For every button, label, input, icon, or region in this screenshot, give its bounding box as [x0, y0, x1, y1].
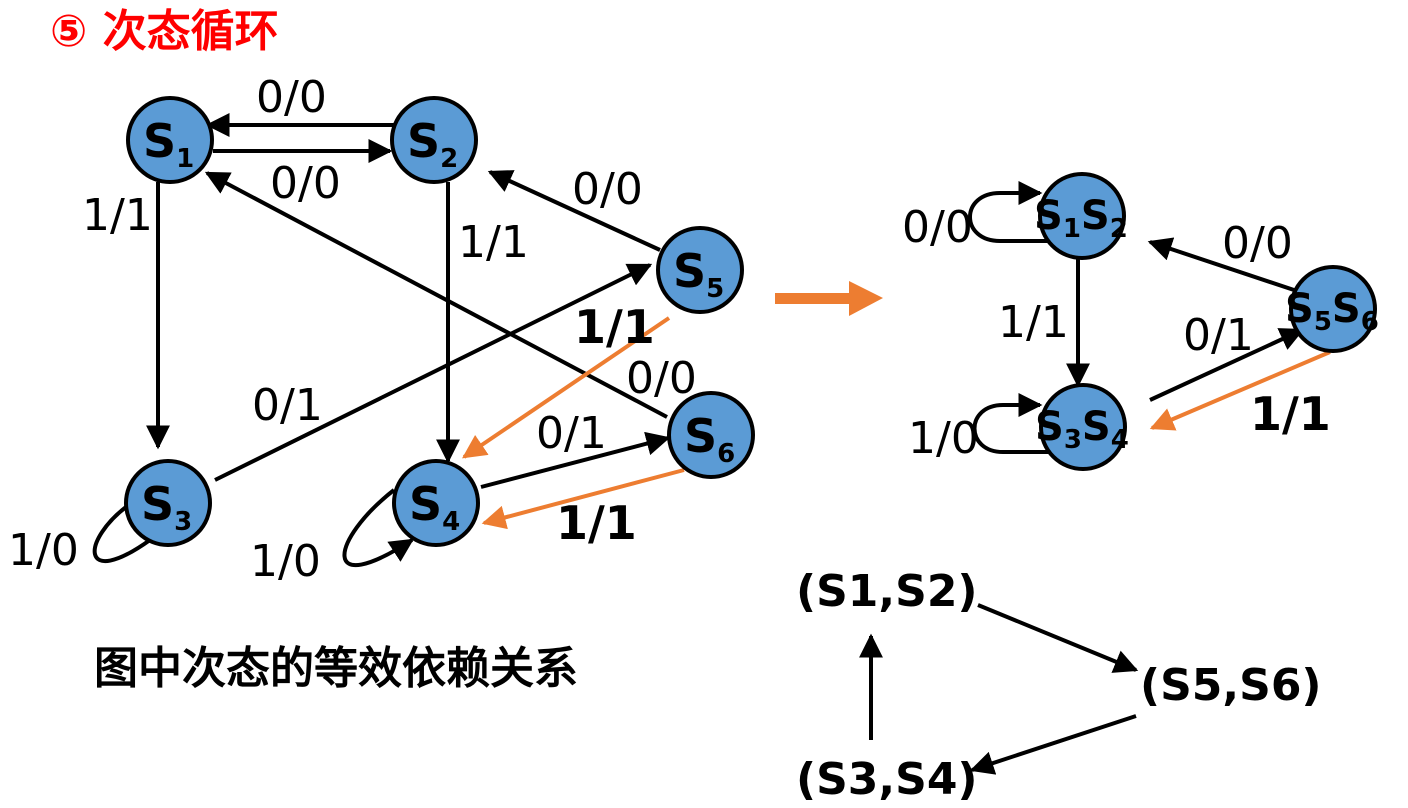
transform-arrow — [775, 281, 883, 316]
state-node-s3: S3 — [124, 459, 212, 547]
label-s5-s4: 1/1 — [574, 300, 655, 354]
svg-text:S1: S1 — [143, 114, 194, 174]
label-m34-loop: 1/0 — [908, 413, 979, 464]
state-node-s2: S2 — [390, 96, 478, 184]
label-s2-s4: 1/1 — [458, 217, 529, 268]
state-node-s1: S1 — [126, 96, 214, 184]
label-m56-m34: 1/1 — [1250, 387, 1331, 441]
edge-m56-m34 — [1149, 350, 1331, 431]
svg-text:S5S6: S5S6 — [1285, 286, 1379, 337]
svg-text:S3S4: S3S4 — [1035, 404, 1129, 455]
edge-m56-m12 — [1147, 237, 1295, 292]
edge-m12-loop — [968, 181, 1050, 243]
label-m34-m56: 0/1 — [1183, 310, 1254, 361]
edge-s6-s1 — [204, 171, 668, 419]
slide-title: ⑤ 次态循环 — [50, 6, 279, 57]
label-s4-s6: 0/1 — [536, 408, 607, 459]
svg-text:S1S2: S1S2 — [1034, 193, 1128, 244]
label-s2-s1: 0/0 — [256, 72, 327, 123]
label-s5-s2: 0/0 — [572, 164, 643, 215]
label-m56-m12: 0/0 — [1222, 218, 1293, 269]
edge-s3-s5 — [214, 263, 653, 482]
dep-pair-s5s6: (S5,S6) — [1140, 660, 1322, 711]
dep-pair-s3s4: (S3,S4) — [796, 754, 978, 805]
state-node-s1s2: S1S2 — [1034, 172, 1128, 260]
svg-text:S4: S4 — [409, 477, 460, 537]
edge-s4-s6 — [480, 431, 671, 489]
label-s6-s1: 0/0 — [626, 353, 697, 404]
label-m12-m34: 1/1 — [998, 297, 1069, 348]
edge-s5-s4 — [462, 316, 671, 459]
label-s6-s4: 1/1 — [556, 496, 637, 550]
label-s1-s3: 1/1 — [82, 190, 153, 241]
state-node-s6: S6 — [667, 391, 755, 479]
svg-text:S3: S3 — [141, 477, 192, 537]
svg-text:S6: S6 — [684, 409, 735, 469]
label-m12-loop: 0/0 — [902, 202, 973, 253]
dep-edge-56-34 — [969, 714, 1137, 775]
edge-s4-loop — [342, 488, 415, 568]
edge-s6-s4 — [481, 468, 685, 530]
svg-text:S5: S5 — [673, 244, 724, 304]
edge-m34-loop — [972, 393, 1050, 454]
state-node-s5s6: S5S6 — [1285, 265, 1379, 353]
label-s1-s2: 0/0 — [270, 158, 341, 209]
edge-m34-m56 — [1149, 328, 1305, 402]
caption: 图中次态的等效依赖关系 — [94, 643, 578, 694]
label-s4-loop: 1/0 — [250, 536, 321, 587]
label-s3-loop: 1/0 — [8, 525, 79, 576]
state-node-s5: S5 — [656, 226, 744, 314]
edge-s3-loop — [92, 502, 152, 563]
edge-s5-s2 — [487, 170, 661, 252]
dep-edge-12-56 — [977, 603, 1139, 673]
label-s3-s5: 0/1 — [252, 380, 323, 431]
svg-text:S2: S2 — [407, 114, 458, 174]
state-node-s4: S4 — [392, 459, 480, 547]
dep-pair-s1s2: (S1,S2) — [796, 566, 978, 617]
state-node-s3s4: S3S4 — [1035, 383, 1129, 471]
